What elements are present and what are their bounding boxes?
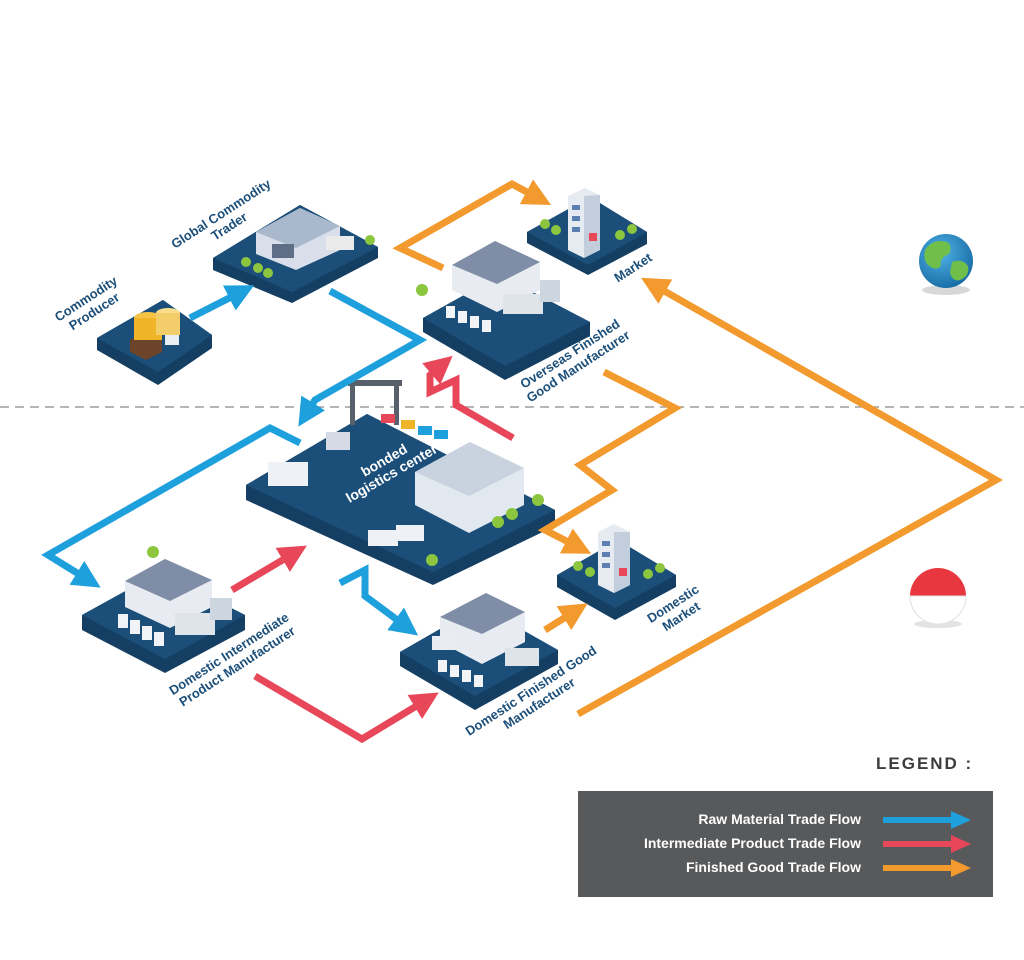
legend-item-raw-material: Raw Material Trade Flow	[578, 808, 993, 832]
global-commodity-trader-node	[213, 205, 378, 303]
legend-item-finished-good: Finished Good Trade Flow	[578, 856, 993, 880]
flow-overseas-manufacturer-to-domestic-market	[537, 368, 683, 554]
overseas-manufacturer-node	[416, 241, 590, 380]
blue-arrow-icon	[883, 811, 971, 829]
flow-overseas-manufacturer-to-market	[392, 179, 552, 272]
indonesia-flag-icon	[909, 568, 967, 628]
legend-label: Raw Material Trade Flow	[698, 811, 861, 827]
flow-domestic-finished-to-domestic-market	[543, 603, 588, 633]
legend-item-intermediate: Intermediate Product Trade Flow	[578, 832, 993, 856]
flow-producer-to-trader	[188, 285, 255, 322]
legend-box: Raw Material Trade Flow Intermediate Pro…	[578, 791, 993, 897]
flow-trader-to-bonded-center	[298, 287, 428, 427]
flow-bonded-to-overseas-manufacturer	[422, 355, 515, 442]
commodity-producer-node	[97, 300, 212, 385]
flow-bonded-to-intermediate	[41, 424, 302, 588]
domestic-market-node	[557, 524, 676, 620]
overseas-market-node	[527, 188, 647, 275]
legend-title: LEGEND :	[876, 754, 974, 773]
flow-intermediate-to-bonded	[230, 545, 307, 594]
domestic-intermediate-manufacturer-node	[82, 546, 245, 673]
globe-icon	[919, 234, 973, 295]
red-arrow-icon	[883, 835, 971, 853]
flow-bonded-to-domestic-finished	[338, 564, 419, 636]
legend-label: Finished Good Trade Flow	[685, 859, 861, 875]
domestic-finished-manufacturer-node	[400, 593, 558, 710]
bonded-logistics-center-node	[246, 380, 555, 585]
legend-label: Intermediate Product Trade Flow	[643, 835, 861, 851]
orange-arrow-icon	[883, 859, 971, 877]
flow-intermediate-to-domestic-finished	[253, 672, 439, 744]
flow-domestic-finished-to-overseas-market	[576, 277, 1004, 718]
